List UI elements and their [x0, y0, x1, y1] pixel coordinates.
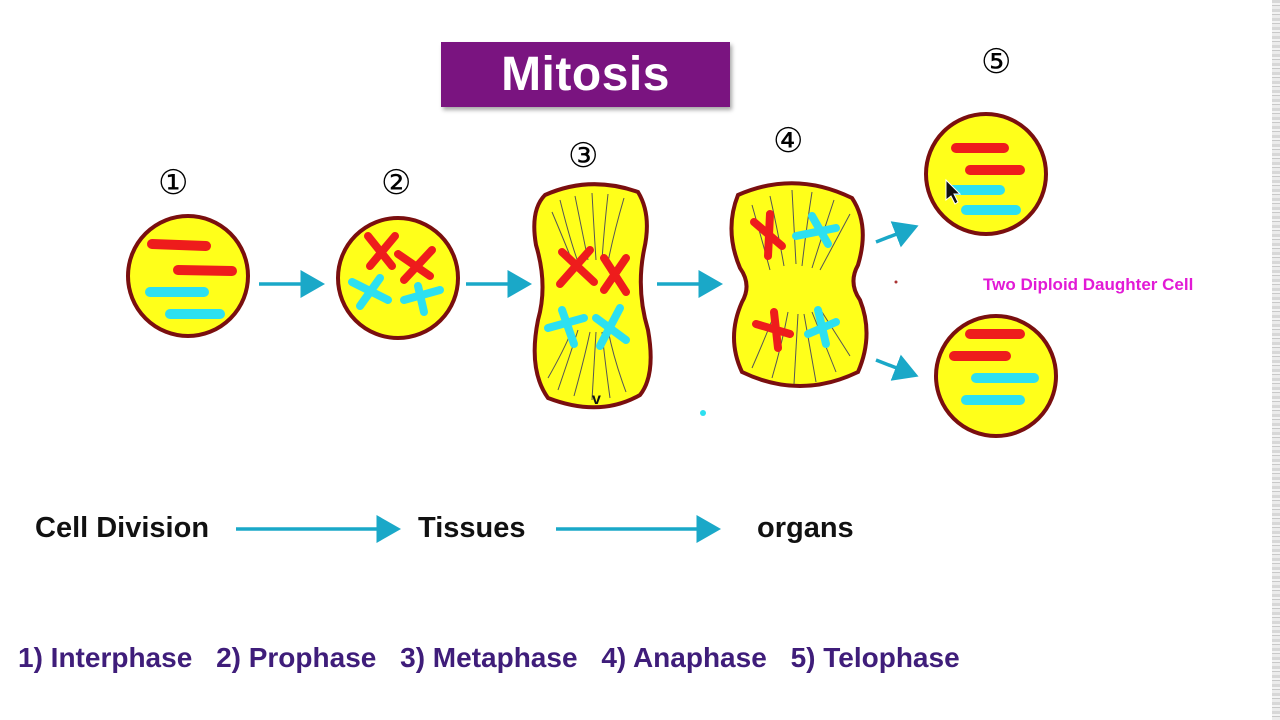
cell-anaphase — [729, 181, 869, 388]
stage-number-2: ② — [381, 163, 412, 203]
title-banner: Mitosis — [441, 42, 730, 107]
stage-number-5: ⑤ — [981, 42, 1012, 82]
daughter-cell-top — [924, 112, 1048, 236]
phase-item: 4) Anaphase — [601, 642, 767, 673]
cell-metaphase — [532, 182, 653, 410]
phase-item: 2) Prophase — [216, 642, 377, 673]
flow-tissues: Tissues — [418, 512, 526, 544]
daughter-cell-bottom — [934, 314, 1058, 438]
phase-item: 3) Metaphase — [400, 642, 578, 673]
edge-strip — [1272, 0, 1280, 720]
arrow-right-icon — [875, 354, 919, 381]
stage-number-1: ① — [158, 163, 189, 203]
cell-mark: v — [592, 391, 601, 408]
stage-number-3: ③ — [568, 136, 599, 176]
cell-interphase — [126, 214, 250, 338]
page-title: Mitosis — [501, 48, 670, 101]
mouse-cursor-icon — [945, 178, 962, 205]
cell-prophase — [336, 216, 460, 340]
flow-cell-division: Cell Division — [35, 512, 210, 544]
phase-item: 1) Interphase — [18, 642, 193, 673]
flow-organs: organs — [757, 512, 854, 544]
stage-number-4: ④ — [773, 121, 804, 161]
daughter-cell-label: Two Diploid Daughter Cell — [983, 275, 1194, 294]
arrow-right-icon — [875, 221, 919, 248]
phase-item: 5) Telophase — [790, 642, 960, 673]
phase-list: 1) Interphase 2) Prophase 3) Metaphase 4… — [18, 642, 976, 674]
